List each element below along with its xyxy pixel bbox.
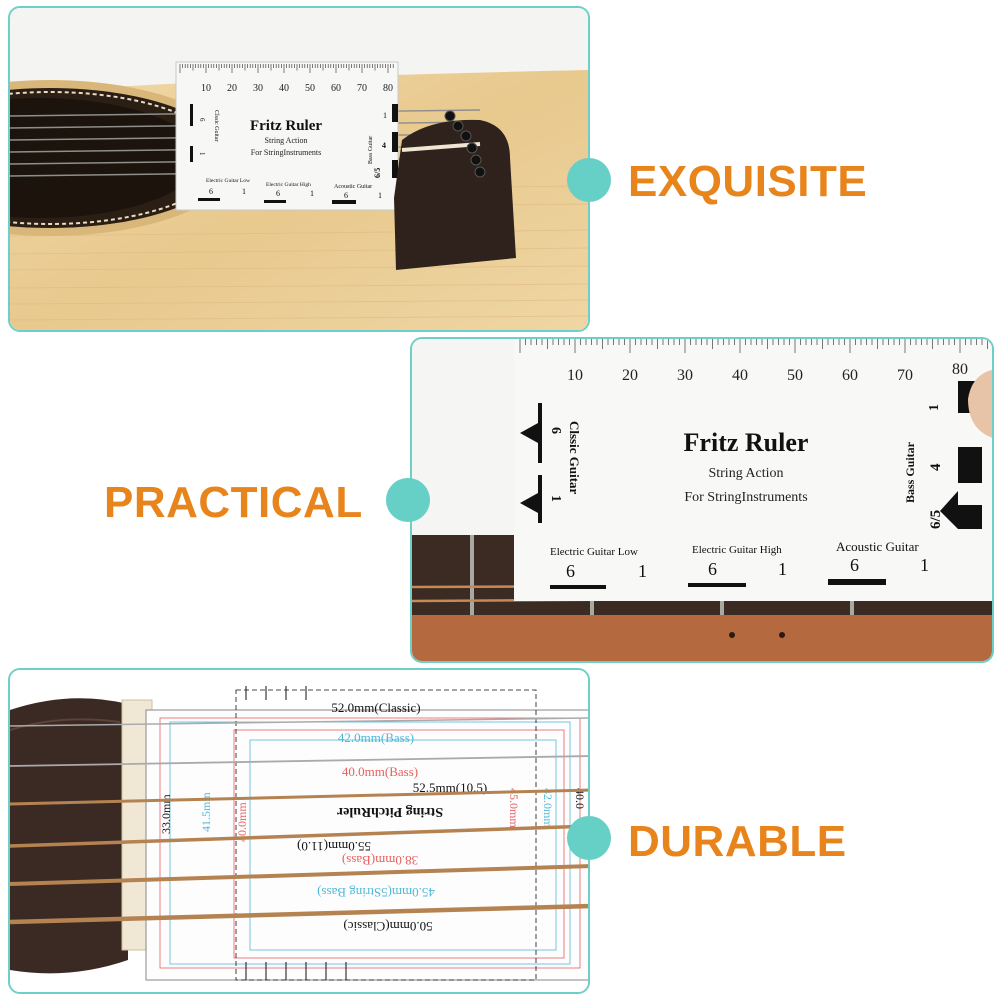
high-1: 1 [310, 189, 314, 198]
tick-label-40: 40 [279, 83, 289, 94]
bass-65: 6/5 [373, 168, 382, 178]
pitch-ruler-photo: 52.0mm(Classic) 42.0mm(Bass) 40.0mm(Bass… [10, 670, 588, 992]
photo-pitch-ruler-on-nut: 52.0mm(Classic) 42.0mm(Bass) 40.0mm(Bass… [8, 668, 590, 994]
bass-4: 4 [382, 141, 386, 150]
side-415: 41.5mm [199, 792, 213, 832]
acoustic-6: 6 [850, 555, 859, 575]
label-525: 52.5mm(10.5) [413, 780, 487, 795]
tick-label-60: 60 [331, 83, 341, 94]
photo-ruler-measuring-action: 10 20 30 40 50 60 70 80 Fritz Ruler Stri… [410, 337, 994, 663]
feature-practical: PRACTICAL [104, 478, 363, 527]
classic-6: 6 [198, 118, 206, 122]
tick-label-20: 20 [622, 367, 638, 384]
tick-label-50: 50 [787, 367, 803, 384]
tick-label-80: 80 [952, 361, 968, 378]
accent-dot-2 [386, 478, 430, 522]
electric-low-label: Electric Guitar Low [550, 546, 638, 558]
tick-label-20: 20 [227, 83, 237, 94]
ruler-title: Fritz Ruler [250, 118, 322, 134]
edge-400: 40.0 [573, 788, 587, 809]
acoustic-1: 1 [920, 555, 929, 575]
label-50-classic: 50.0mm(Classic) [343, 919, 432, 934]
feature-durable: DURABLE [628, 817, 847, 866]
low-6: 6 [209, 187, 213, 196]
low-6: 6 [566, 561, 575, 581]
bass-1: 1 [383, 111, 387, 120]
acoustic-guitar-photo: 10 20 30 40 50 60 70 80 Fritz Ruler Stri… [10, 8, 588, 330]
side-420: 42.0mm [541, 788, 555, 828]
label-55: 55.0mm(11.0) [297, 839, 371, 854]
ruler-subtitle-1: String Action [265, 136, 308, 145]
accent-dot-3 [567, 816, 611, 860]
string-pitch-ruler: 52.0mm(Classic) 42.0mm(Bass) 40.0mm(Bass… [145, 686, 588, 981]
side-450: 45.0mm [507, 788, 521, 828]
ruler-title: Fritz Ruler [684, 428, 809, 457]
fritz-ruler-card: 10 20 30 40 50 60 70 80 Fritz Ruler Stri… [175, 61, 399, 211]
low-1: 1 [242, 187, 246, 196]
tick-label-30: 30 [677, 367, 693, 384]
acoustic-label: Acoustic Guitar [836, 539, 919, 554]
high-6: 6 [708, 559, 717, 579]
feature-exquisite: EXQUISITE [628, 157, 868, 206]
guitar-bridge [394, 110, 516, 270]
low-1: 1 [638, 561, 647, 581]
bass-4: 4 [928, 463, 944, 471]
high-1: 1 [778, 559, 787, 579]
high-6: 6 [276, 189, 280, 198]
strings [10, 717, 588, 925]
ruler-subtitle-2: For StringInstruments [251, 148, 321, 157]
guitar-body-edge [412, 615, 992, 661]
electric-high-label: Electric Guitar High [266, 182, 311, 188]
electric-low-label: Electric Guitar Low [206, 178, 250, 184]
tick-label-80: 80 [383, 83, 393, 94]
ruler-subtitle-1: String Action [708, 466, 783, 481]
side-40: 40.0mm [235, 802, 249, 842]
ruler-closeup-photo: 10 20 30 40 50 60 70 80 Fritz Ruler Stri… [412, 339, 992, 661]
tick-label-50: 50 [305, 83, 315, 94]
classic-6: 6 [548, 427, 563, 434]
bass-guitar-label: Bass Guitar [368, 136, 374, 164]
classic-guitar-label: Clssic Guitar [567, 421, 582, 495]
tick-label-70: 70 [897, 367, 913, 384]
photo-ruler-on-acoustic-guitar: 10 20 30 40 50 60 70 80 Fritz Ruler Stri… [8, 6, 590, 332]
tick-label-10: 10 [567, 367, 583, 384]
acoustic-6: 6 [344, 191, 348, 200]
label-38-bass: 38.0mm(Bass) [342, 853, 418, 868]
tick-label-30: 30 [253, 83, 263, 94]
headstock [10, 698, 128, 974]
bass-65: 6/5 [928, 510, 944, 529]
thumb [968, 369, 992, 438]
classic-1: 1 [548, 495, 563, 502]
ruler-subtitle-2: For StringInstruments [684, 490, 807, 505]
tick-label-40: 40 [732, 367, 748, 384]
label-45-5string: 45.0mm(5String Bass) [317, 885, 435, 900]
bass-1: 1 [927, 404, 942, 411]
label-42-bass: 42.0mm(Bass) [338, 730, 414, 745]
label-40-bass: 40.0mm(Bass) [342, 764, 418, 779]
accent-dot-1 [567, 158, 611, 202]
fritz-ruler-card-large: 10 20 30 40 50 60 70 80 Fritz Ruler Stri… [514, 339, 992, 601]
side-33: 33.0mm [159, 794, 173, 834]
electric-high-label: Electric Guitar High [692, 544, 782, 556]
classic-guitar-label: Clssic Guitar [213, 110, 219, 142]
bass-guitar-label: Bass Guitar [903, 441, 917, 503]
tick-label-60: 60 [842, 367, 858, 384]
tick-label-70: 70 [357, 83, 367, 94]
pitch-ruler-title: String PitchRuler [337, 804, 443, 819]
classic-1: 1 [198, 152, 206, 156]
tick-label-10: 10 [201, 83, 211, 94]
acoustic-label: Acoustic Guitar [334, 184, 372, 190]
label-52-classic: 52.0mm(Classic) [331, 700, 420, 715]
acoustic-1: 1 [378, 191, 382, 200]
